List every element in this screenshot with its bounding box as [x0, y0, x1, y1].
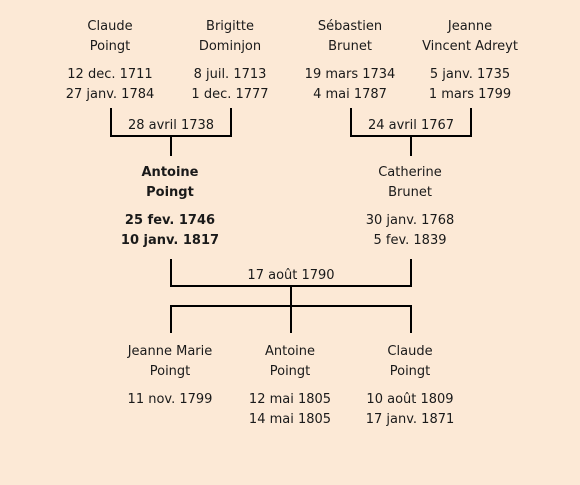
person-last-name: Poingt — [149, 364, 191, 379]
death-date: 17 janv. 1871 — [365, 412, 455, 427]
person-first-name: Jeanne Marie — [127, 344, 213, 359]
marriage-date-right: 24 avril 1767 — [367, 118, 455, 133]
death-date: 1 mars 1799 — [428, 87, 512, 102]
bracket-children-drop-3 — [410, 306, 412, 333]
grandparent-jeanne-vincent-adreyt: Jeanne Vincent Adreyt 5 janv. 1735 1 mar… — [395, 17, 545, 105]
birth-date: 12 dec. 1711 — [67, 67, 153, 82]
person-first-name: Antoine — [264, 344, 316, 359]
person-last-name: Poingt — [389, 364, 431, 379]
birth-date: 11 nov. 1799 — [127, 392, 213, 407]
person-last-name: Brunet — [328, 39, 372, 54]
person-last-name: Poingt — [269, 364, 311, 379]
bracket-children-drop-1 — [170, 306, 172, 333]
birth-date: 10 août 1809 — [366, 392, 454, 407]
person-last-name: Poingt — [89, 39, 131, 54]
death-date: 4 mai 1787 — [313, 87, 387, 102]
person-last-name: Poingt — [146, 185, 194, 200]
person-first-name: Jeanne — [447, 19, 493, 34]
bracket-right-stem — [410, 136, 412, 156]
person-first-name: Claude — [87, 19, 133, 34]
death-date: 14 mai 1805 — [248, 412, 332, 427]
birth-date: 5 janv. 1735 — [429, 67, 511, 82]
bracket-parents-vertical-2 — [410, 259, 412, 286]
person-first-name: Sébastien — [317, 19, 383, 34]
birth-date: 25 fev. 1746 — [124, 213, 216, 228]
parent-catherine-brunet: Catherine Brunet 30 janv. 1768 5 fev. 18… — [335, 163, 485, 251]
death-date: 27 janv. 1784 — [65, 87, 155, 102]
bracket-left-stem — [170, 136, 172, 156]
child-jeanne-marie-poingt: Jeanne Marie Poingt 11 nov. 1799 — [95, 342, 245, 410]
bracket-parents-stem — [290, 286, 292, 306]
birth-date: 12 mai 1805 — [248, 392, 332, 407]
person-last-name: Vincent Adreyt — [422, 39, 518, 54]
grandparent-claude-poingt: Claude Poingt 12 dec. 1711 27 janv. 1784 — [35, 17, 185, 105]
bracket-right-vertical-2 — [470, 108, 472, 136]
person-first-name: Claude — [387, 344, 433, 359]
child-claude-poingt: Claude Poingt 10 août 1809 17 janv. 1871 — [335, 342, 485, 430]
person-last-name: Brunet — [388, 185, 432, 200]
death-date: 10 janv. 1817 — [120, 233, 220, 248]
bracket-left-vertical-2 — [230, 108, 232, 136]
grandparent-sebastien-brunet: Sébastien Brunet 19 mars 1734 4 mai 1787 — [275, 17, 425, 105]
grandparent-brigitte-dominjon: Brigitte Dominjon 8 juil. 1713 1 dec. 17… — [155, 17, 305, 105]
person-first-name: Catherine — [378, 165, 442, 180]
bracket-left-vertical-1 — [110, 108, 112, 136]
bracket-children-drop-2 — [290, 306, 292, 333]
person-last-name: Dominjon — [198, 39, 262, 54]
parent-antoine-poingt: Antoine Poingt 25 fev. 1746 10 janv. 181… — [95, 163, 245, 251]
death-date: 5 fev. 1839 — [373, 233, 447, 248]
birth-date: 19 mars 1734 — [304, 67, 396, 82]
person-first-name: Brigitte — [206, 19, 254, 34]
birth-date: 8 juil. 1713 — [193, 67, 267, 82]
birth-date: 30 janv. 1768 — [365, 213, 455, 228]
person-first-name: Antoine — [141, 165, 199, 180]
child-antoine-poingt: Antoine Poingt 12 mai 1805 14 mai 1805 — [215, 342, 365, 430]
marriage-date-left: 28 avril 1738 — [127, 118, 215, 133]
bracket-parents-vertical-1 — [170, 259, 172, 286]
death-date: 1 dec. 1777 — [191, 87, 269, 102]
bracket-right-vertical-1 — [350, 108, 352, 136]
marriage-date-parents: 17 août 1790 — [247, 268, 335, 283]
